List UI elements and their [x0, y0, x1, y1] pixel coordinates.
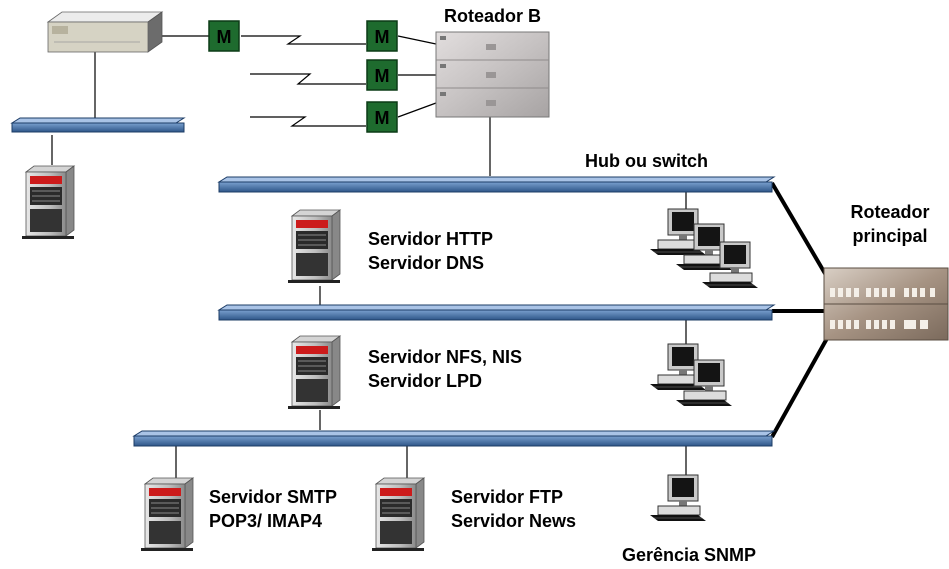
- server-http-dns-icon: [287, 209, 341, 284]
- server-smtp-icon: [140, 477, 194, 552]
- main-router-label-2: principal: [852, 226, 928, 246]
- segment-bottom: [132, 430, 776, 447]
- server-ftp-label: Servidor FTP: [451, 487, 564, 507]
- modem-2-label: M: [375, 27, 390, 47]
- segment-hub: [217, 176, 776, 193]
- server-nfs-label: Servidor NFS, NIS: [368, 347, 523, 367]
- main-router-label-1: Roteador: [850, 202, 930, 222]
- modem-4-label: M: [375, 108, 390, 128]
- modem-3: M: [366, 59, 398, 91]
- router-b-label: Roteador B: [444, 6, 542, 26]
- edge-router-device: [46, 11, 164, 53]
- router-b-device: [435, 31, 550, 118]
- segment-middle: [217, 304, 776, 321]
- modem-1-label: M: [217, 27, 232, 47]
- modem-1: M: [208, 20, 240, 52]
- workstation-snmp-icon: [649, 474, 707, 522]
- connection-lines: [51, 35, 687, 478]
- serial-links: [241, 35, 366, 127]
- modem-2: M: [366, 20, 398, 52]
- server-pop-imap-label: POP3/ IMAP4: [209, 511, 323, 531]
- server-ftp-icon: [371, 477, 425, 552]
- server-smtp-label: Servidor SMTP: [209, 487, 338, 507]
- hub-label: Hub ou switch: [585, 151, 708, 171]
- server-nfs-lpd-icon: [287, 335, 341, 410]
- modem-3-label: M: [375, 66, 390, 86]
- server-dns-label: Servidor DNS: [368, 253, 485, 273]
- server-lpd-label: Servidor LPD: [368, 371, 483, 391]
- router-links: [770, 181, 832, 438]
- server-news-label: Servidor News: [451, 511, 577, 531]
- server-http-label: Servidor HTTP: [368, 229, 494, 249]
- main-router-device: [823, 267, 949, 341]
- modem-4: M: [366, 101, 398, 133]
- server-top-left-icon: [21, 165, 75, 240]
- segment-top-left: [10, 117, 186, 133]
- snmp-label: Gerência SNMP: [622, 545, 757, 565]
